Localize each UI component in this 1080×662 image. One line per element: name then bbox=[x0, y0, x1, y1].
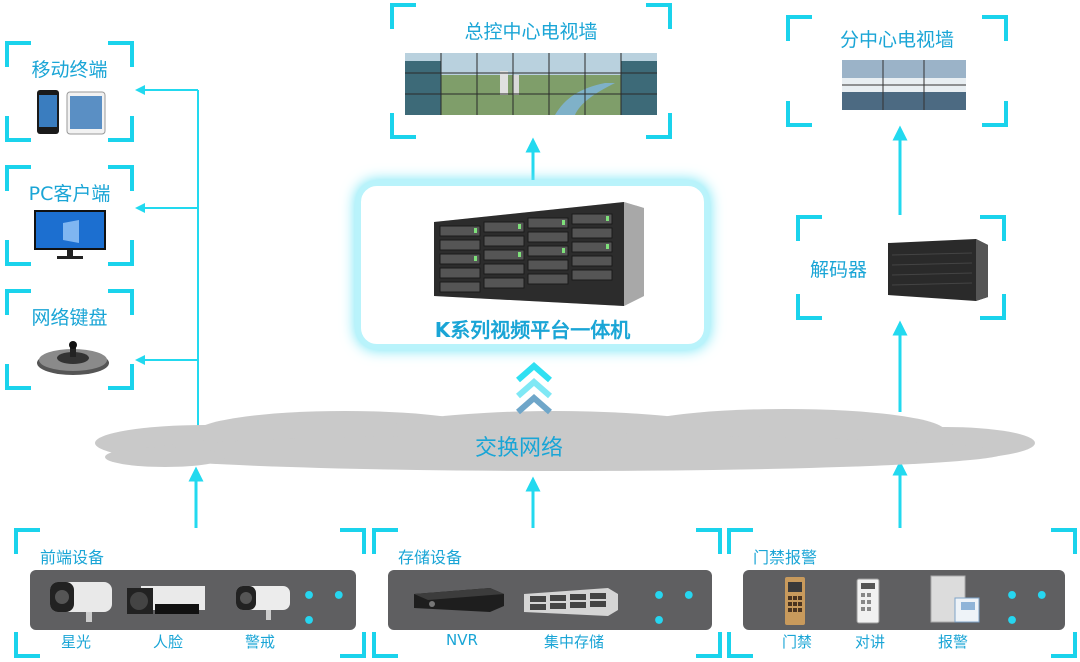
storage-devices-box: 存储设备 • • • NVR 集中存储 bbox=[372, 528, 722, 658]
access-device-panel: • • • bbox=[743, 570, 1065, 634]
sub-tv-wall-box: 分中心电视墙 bbox=[786, 15, 1008, 127]
server-chassis-icon bbox=[434, 202, 644, 306]
frontend-device-panel: • • • bbox=[30, 570, 356, 634]
starlight-camera-icon bbox=[50, 582, 112, 622]
storage-item-label: 集中存储 bbox=[543, 633, 604, 651]
frontend-item-label: 人脸 bbox=[152, 633, 183, 651]
door-access-icon bbox=[785, 577, 805, 625]
pc-client-title: PC客户端 bbox=[28, 183, 111, 205]
access-item-label: 门禁 bbox=[781, 633, 812, 651]
frontend-more-dots: • • • bbox=[302, 584, 350, 634]
ptz-keyboard-icon bbox=[37, 341, 109, 375]
alert-camera-icon bbox=[236, 586, 290, 620]
face-camera-icon bbox=[127, 586, 205, 614]
frontend-item-label: 星光 bbox=[60, 633, 91, 651]
main-tv-wall-box: 总控中心电视墙 bbox=[390, 3, 672, 139]
alarm-panel-icon bbox=[930, 575, 980, 623]
network-keyboard-box: 网络键盘 bbox=[5, 289, 134, 390]
nvr-device-icon bbox=[414, 588, 504, 612]
mobile-terminal-title: 移动终端 bbox=[31, 59, 108, 81]
pc-client-box: PC客户端 bbox=[5, 165, 134, 266]
frontend-item-label: 警戒 bbox=[244, 633, 275, 651]
main-tv-wall-title: 总控中心电视墙 bbox=[464, 21, 598, 43]
main-video-wall-image bbox=[405, 53, 657, 115]
sub-video-wall-image bbox=[842, 60, 966, 110]
platform-box: K系列视频平台一体机 bbox=[355, 180, 710, 350]
monitor-icon bbox=[34, 210, 106, 259]
mobile-terminal-box: 移动终端 bbox=[5, 41, 134, 142]
network-cloud bbox=[95, 409, 1035, 471]
storage-devices-title: 存储设备 bbox=[398, 548, 463, 567]
network-label: 交换网络 bbox=[475, 436, 564, 461]
sub-tv-wall-title: 分中心电视墙 bbox=[839, 29, 954, 51]
decoder-title: 解码器 bbox=[810, 259, 868, 281]
storage-item-label: NVR bbox=[446, 631, 478, 649]
platform-name: K系列视频平台一体机 bbox=[434, 318, 631, 342]
access-more-dots: • • • bbox=[1005, 584, 1053, 634]
decoder-device-icon bbox=[888, 239, 988, 301]
central-storage-icon bbox=[524, 588, 618, 616]
access-item-label: 对讲 bbox=[854, 633, 885, 651]
chevron-up-icon bbox=[516, 362, 552, 415]
intercom-icon bbox=[856, 578, 880, 624]
access-alarm-box: 门禁报警 • • • 门禁 对讲 报警 bbox=[727, 528, 1077, 658]
storage-device-panel: • • • bbox=[388, 570, 712, 634]
mobile-devices-icon bbox=[37, 90, 106, 135]
storage-more-dots: • • • bbox=[652, 584, 700, 634]
decoder-box: 解码器 bbox=[796, 215, 1006, 320]
access-alarm-title: 门禁报警 bbox=[753, 548, 818, 567]
frontend-devices-title: 前端设备 bbox=[40, 548, 105, 567]
frontend-devices-box: 前端设备 • • • 星光 人脸 警戒 bbox=[14, 528, 366, 658]
access-item-label: 报警 bbox=[937, 633, 968, 651]
network-keyboard-title: 网络键盘 bbox=[31, 307, 108, 329]
